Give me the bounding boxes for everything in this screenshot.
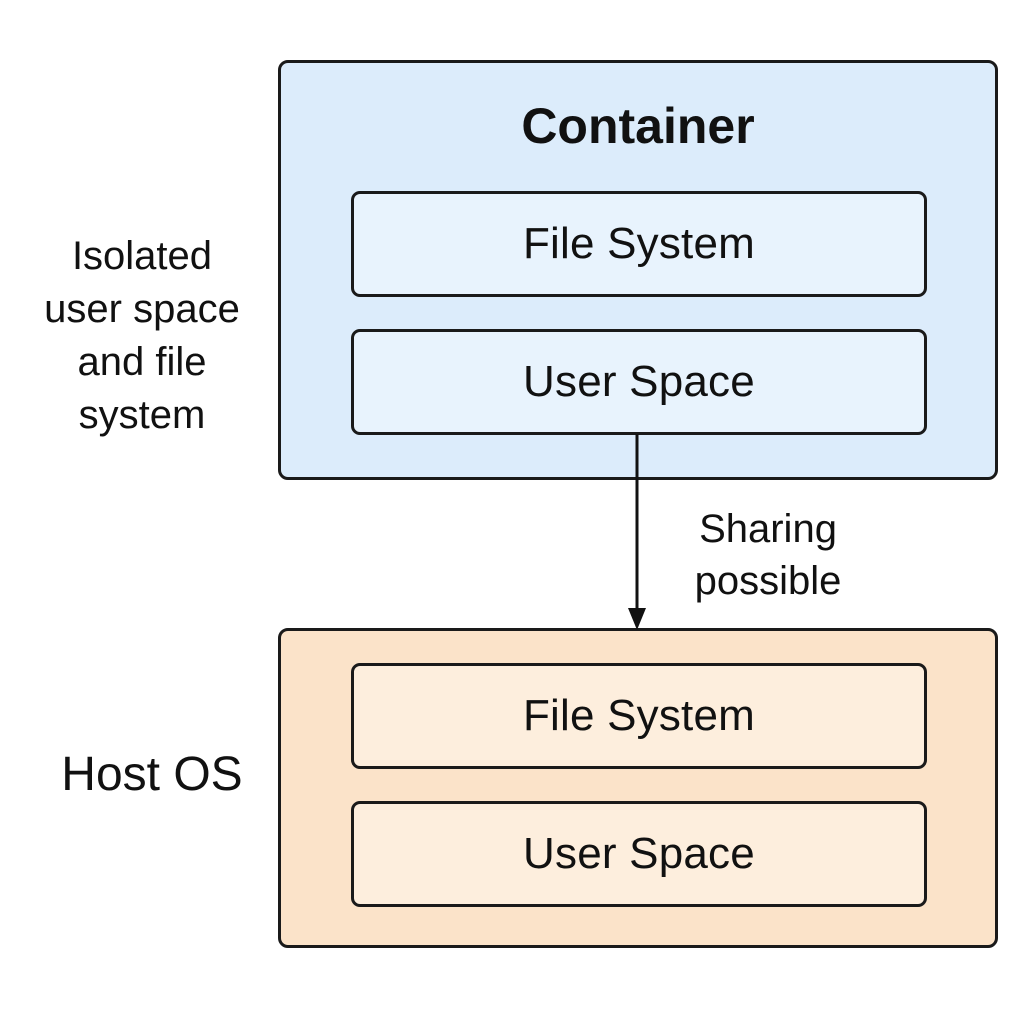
sharing-annotation: Sharing possible (668, 503, 868, 607)
isolated-annotation-line: system (78, 393, 206, 437)
container-user-space-label: User Space (523, 357, 755, 406)
sharing-annotation-line: possible (694, 559, 842, 603)
host-user-space-box: User Space (351, 801, 927, 907)
host-os-box: File System User Space (278, 628, 998, 948)
isolated-annotation-line: user space (44, 287, 240, 331)
host-user-space-label: User Space (523, 829, 755, 878)
host-file-system-label: File System (522, 691, 756, 740)
container-box: Container File System User Space (278, 60, 998, 480)
isolated-annotation: Isolated user space and file system (20, 230, 264, 442)
isolated-annotation-line: and file (77, 340, 207, 384)
sharing-annotation-line: Sharing (699, 507, 837, 551)
container-file-system-box: File System (351, 191, 927, 297)
host-file-system-box: File System (351, 663, 927, 769)
isolated-annotation-line: Isolated (71, 234, 213, 278)
container-user-space-box: User Space (351, 329, 927, 435)
container-title: Container (521, 98, 755, 154)
host-os-label: Host OS (61, 748, 243, 801)
arrow-head-icon (628, 608, 646, 630)
container-file-system-label: File System (522, 219, 756, 268)
